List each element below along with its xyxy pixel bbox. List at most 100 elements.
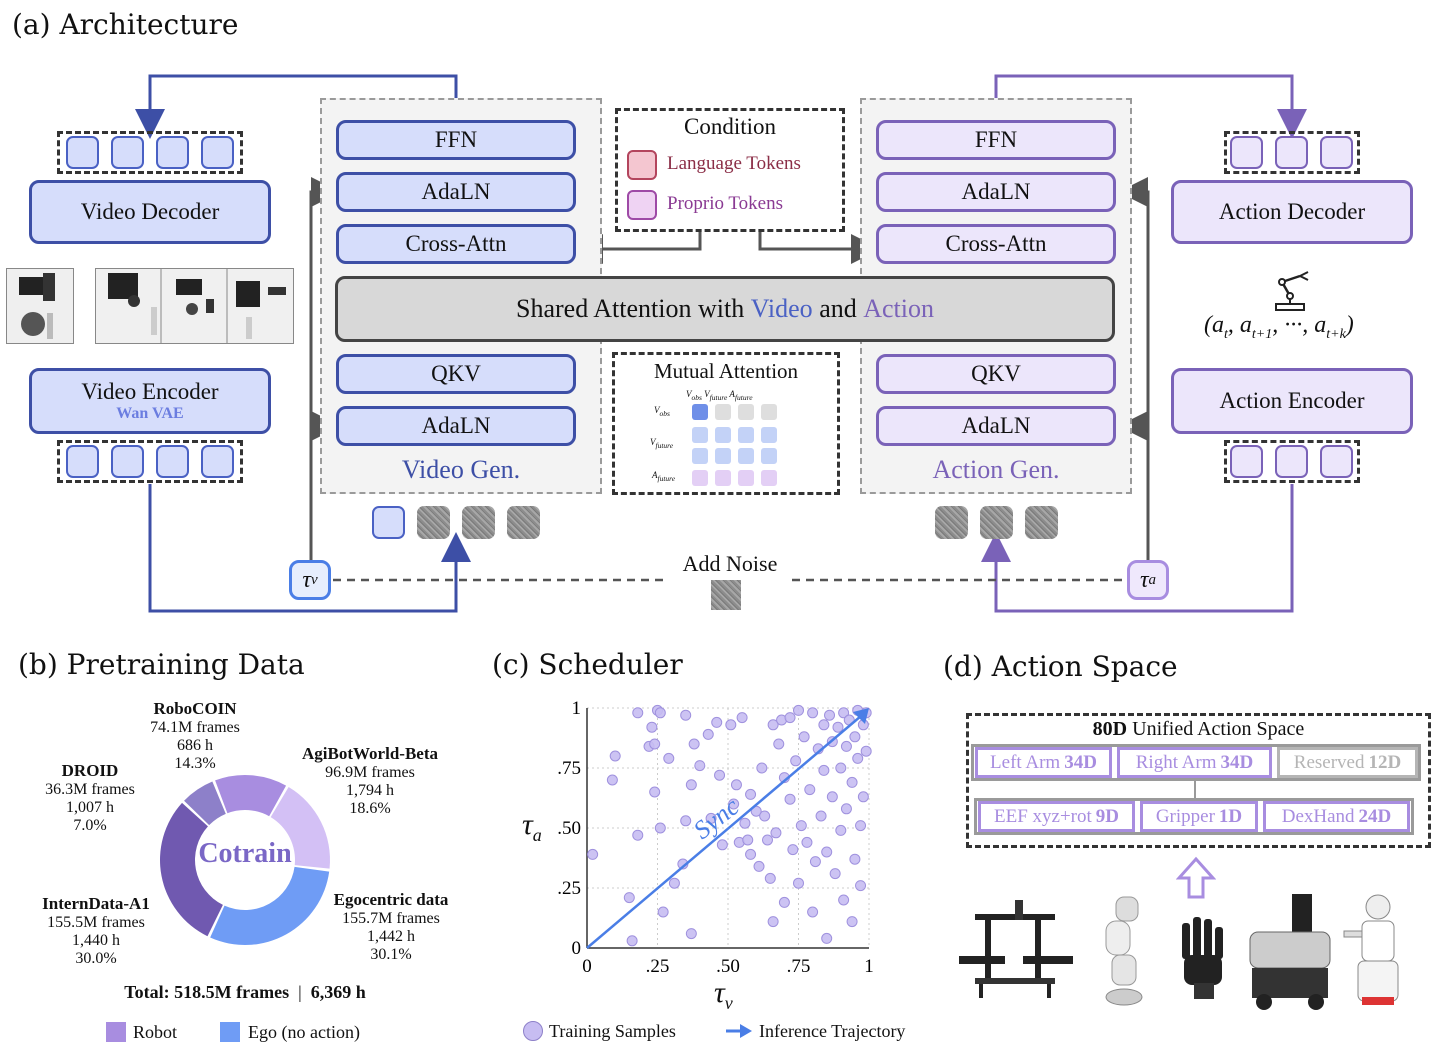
training-sample-point	[849, 731, 861, 743]
noise-token	[935, 506, 968, 539]
slice-pct: 14.3%	[174, 755, 216, 772]
proprio-tokens-label: Proprio Tokens	[667, 193, 784, 214]
slice-name: Egocentric data	[333, 890, 449, 909]
training-sample-point	[787, 844, 799, 856]
video-token	[66, 136, 99, 169]
cell-label: Reserved	[1293, 751, 1365, 773]
ylabel-symbol: τ	[522, 808, 533, 841]
pretraining-title: (b) Pretraining Data	[18, 648, 305, 681]
action-space-row2	[974, 798, 1414, 835]
wan-vae-label: Wan VAE	[116, 405, 184, 422]
donut-center-label: Cotrain	[198, 838, 292, 869]
training-sample-point	[832, 721, 844, 733]
training-sample-point	[705, 812, 717, 824]
x-tick-label: 0	[582, 956, 592, 977]
training-sample-point	[680, 709, 692, 721]
row-label: Vobs	[654, 405, 670, 418]
total-hours: 6,369 h	[310, 982, 366, 1002]
robot-arm-icon	[1275, 271, 1309, 311]
action-decoder: Action Decoder	[1171, 180, 1413, 244]
training-sample-point	[798, 731, 810, 743]
training-sample-point	[714, 769, 726, 781]
slice-frames: 36.3M frames	[45, 781, 135, 798]
ylabel-sub: a	[532, 825, 542, 845]
training-sample-point	[835, 762, 847, 774]
training-sample-point	[838, 894, 850, 906]
cell-dim: 24D	[1358, 805, 1392, 827]
cell-label: Gripper	[1155, 805, 1215, 827]
tau-a-sub: a	[1148, 571, 1157, 588]
row-label-text: V	[654, 405, 660, 415]
training-sample-point	[773, 738, 785, 750]
training-sample-point	[728, 798, 740, 810]
total-frames: Total: 518.5M frames	[124, 982, 290, 1002]
cell-dim: 1D	[1218, 805, 1243, 827]
training-sample-point	[685, 928, 697, 940]
training-sample-point	[855, 820, 867, 832]
donut-slice-robocoin	[215, 775, 287, 817]
row-sub: future	[657, 473, 676, 483]
training-sample-point	[745, 788, 757, 800]
action-seq-open: (a	[1204, 312, 1224, 338]
shared-action: Action	[863, 294, 934, 323]
training-sample-point	[764, 872, 776, 884]
x-tick-label: 1	[864, 956, 874, 977]
col-label: A	[729, 389, 735, 399]
legend-ego: Ego (no action)	[248, 1022, 360, 1042]
donut-slice-droid	[184, 781, 226, 826]
row-label: Vfuture	[650, 437, 673, 450]
training-sample-point	[654, 707, 666, 719]
row-label-text: V	[650, 437, 656, 447]
training-sample-point	[668, 877, 680, 889]
training-sample-point	[857, 791, 869, 803]
training-sample-point	[807, 707, 819, 719]
training-sample-point	[626, 935, 638, 947]
training-sample-point	[725, 719, 737, 731]
row-sub: future	[655, 440, 674, 450]
action-gen-label: Action Gen.	[932, 455, 1060, 484]
training-sample-point	[846, 916, 858, 928]
legend-trajectory: Inference Trajectory	[759, 1021, 906, 1041]
training-sample-point	[815, 810, 827, 822]
training-sample-point	[663, 752, 675, 764]
video-token	[111, 136, 144, 169]
xlabel-symbol: τ	[714, 976, 725, 1009]
training-sample-point	[649, 738, 661, 750]
video-token	[156, 445, 189, 478]
slice-pct: 30.0%	[75, 950, 117, 967]
training-sample-point	[632, 707, 644, 719]
slice-label-interndata: InternData-A1 155.5M frames 1,440 h 30.0…	[20, 895, 172, 968]
training-sample-point	[790, 755, 802, 767]
video-clean-token	[372, 506, 405, 539]
slice-pct: 7.0%	[73, 817, 107, 834]
slice-hours: 1,007 h	[66, 799, 114, 816]
training-sample-point	[623, 892, 635, 904]
slice-label-droid: DROID 36.3M frames 1,007 h 7.0%	[30, 762, 150, 835]
training-sample-point	[804, 784, 816, 796]
video-token	[156, 136, 189, 169]
training-sample-point	[756, 762, 768, 774]
x-tick-label: .50	[716, 956, 740, 977]
video-encoder-label: Video Encoder	[81, 379, 219, 404]
training-sample-point	[807, 906, 819, 918]
training-sample-point	[730, 779, 742, 791]
condition-title: Condition	[683, 114, 776, 139]
unified-header: 80D Unified Action Space	[966, 718, 1431, 741]
robot-frames-image	[95, 268, 294, 344]
y-tick-label: .75	[557, 758, 581, 779]
training-sample-point	[759, 810, 771, 822]
noise-token	[1025, 506, 1058, 539]
shared-prefix: Shared Attention with	[516, 294, 751, 323]
training-sample-point	[840, 803, 852, 815]
slice-hours: 1,440 h	[72, 932, 120, 949]
pretraining-donut	[159, 775, 330, 945]
video-decoder: Video Decoder	[29, 180, 271, 244]
cell-dim: 12D	[1368, 751, 1402, 773]
shared-and: and	[812, 294, 864, 323]
slice-frames: 155.5M frames	[47, 914, 145, 931]
training-sample-point	[838, 707, 850, 719]
proprio-token-swatch	[627, 190, 657, 220]
